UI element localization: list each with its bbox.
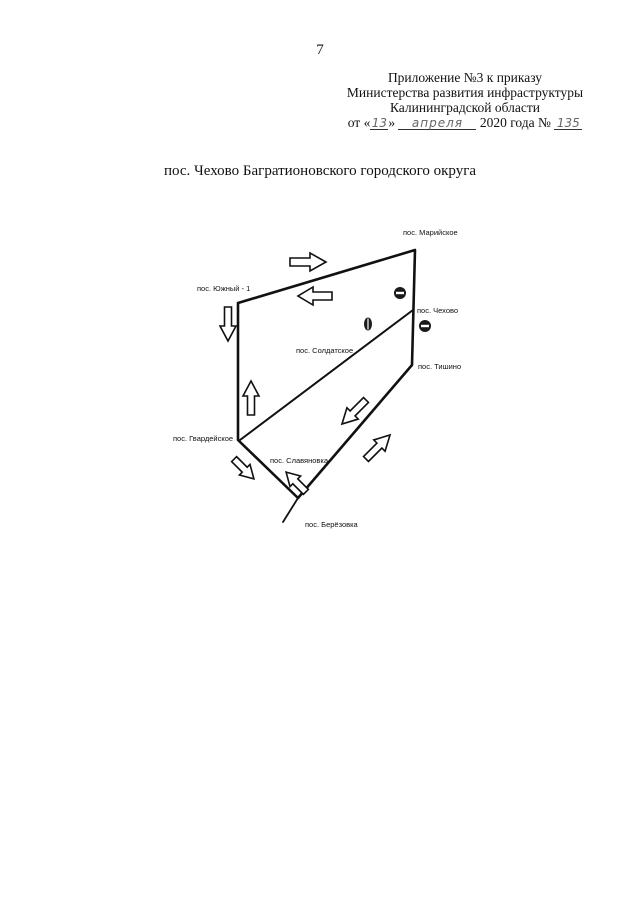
road-diagonal-soldatskoe: [239, 309, 414, 441]
label-slavyanovka: пос. Славяновка: [270, 456, 329, 465]
label-gvardeyskoe: пос. Гвардейское: [173, 434, 233, 443]
arrow-up-right-icon: [362, 433, 392, 463]
order-year-text: 2020 года №: [479, 115, 551, 130]
arrow-down-left-icon: [340, 396, 370, 426]
label-beryozovka: пос. Берёзовка: [305, 520, 359, 529]
arrow-down-icon: [218, 306, 238, 343]
approval-line-3: Калининградской области: [389, 100, 541, 115]
order-number-handwritten: 135: [554, 117, 583, 130]
arrow-right-icon: [289, 251, 328, 273]
approval-block: Приложение №3 к приказу Министерства раз…: [340, 70, 590, 130]
no-entry-sign-icon: [394, 287, 406, 299]
order-day-handwritten: 13: [370, 116, 389, 130]
label-tishino: пос. Тишино: [418, 362, 461, 371]
order-date-prefix: от «: [347, 115, 371, 130]
priority-sign-icon: [364, 317, 372, 331]
page-number: 7: [316, 42, 324, 58]
no-entry-sign-icon: [419, 320, 431, 332]
arrow-left-icon: [296, 285, 333, 307]
label-mariyskoe: пос. Марийское: [403, 228, 458, 237]
label-yuzhny: пос. Южный - 1: [197, 284, 250, 293]
order-date-quote: »: [388, 115, 396, 130]
arrow-up-left-icon: [284, 470, 310, 496]
order-month-handwritten: апреля: [398, 117, 477, 130]
arrow-up-icon: [241, 379, 261, 416]
approval-line-2: Министерства развития инфраструктуры: [346, 85, 584, 100]
road-outer-loop: [236, 248, 417, 500]
document-title: пос. Чехово Багратионовского городского …: [163, 163, 477, 179]
label-soldatskoe: пос. Солдатское: [296, 346, 353, 355]
arrow-down-right-icon: [230, 455, 256, 481]
road-to-beryozovka: [282, 497, 299, 523]
order-date-line: от «13» апреля 2020 года № 135: [340, 115, 590, 130]
label-chekhovo: пос. Чехово: [417, 306, 458, 315]
approval-line-1: Приложение №3 к приказу: [387, 70, 543, 85]
